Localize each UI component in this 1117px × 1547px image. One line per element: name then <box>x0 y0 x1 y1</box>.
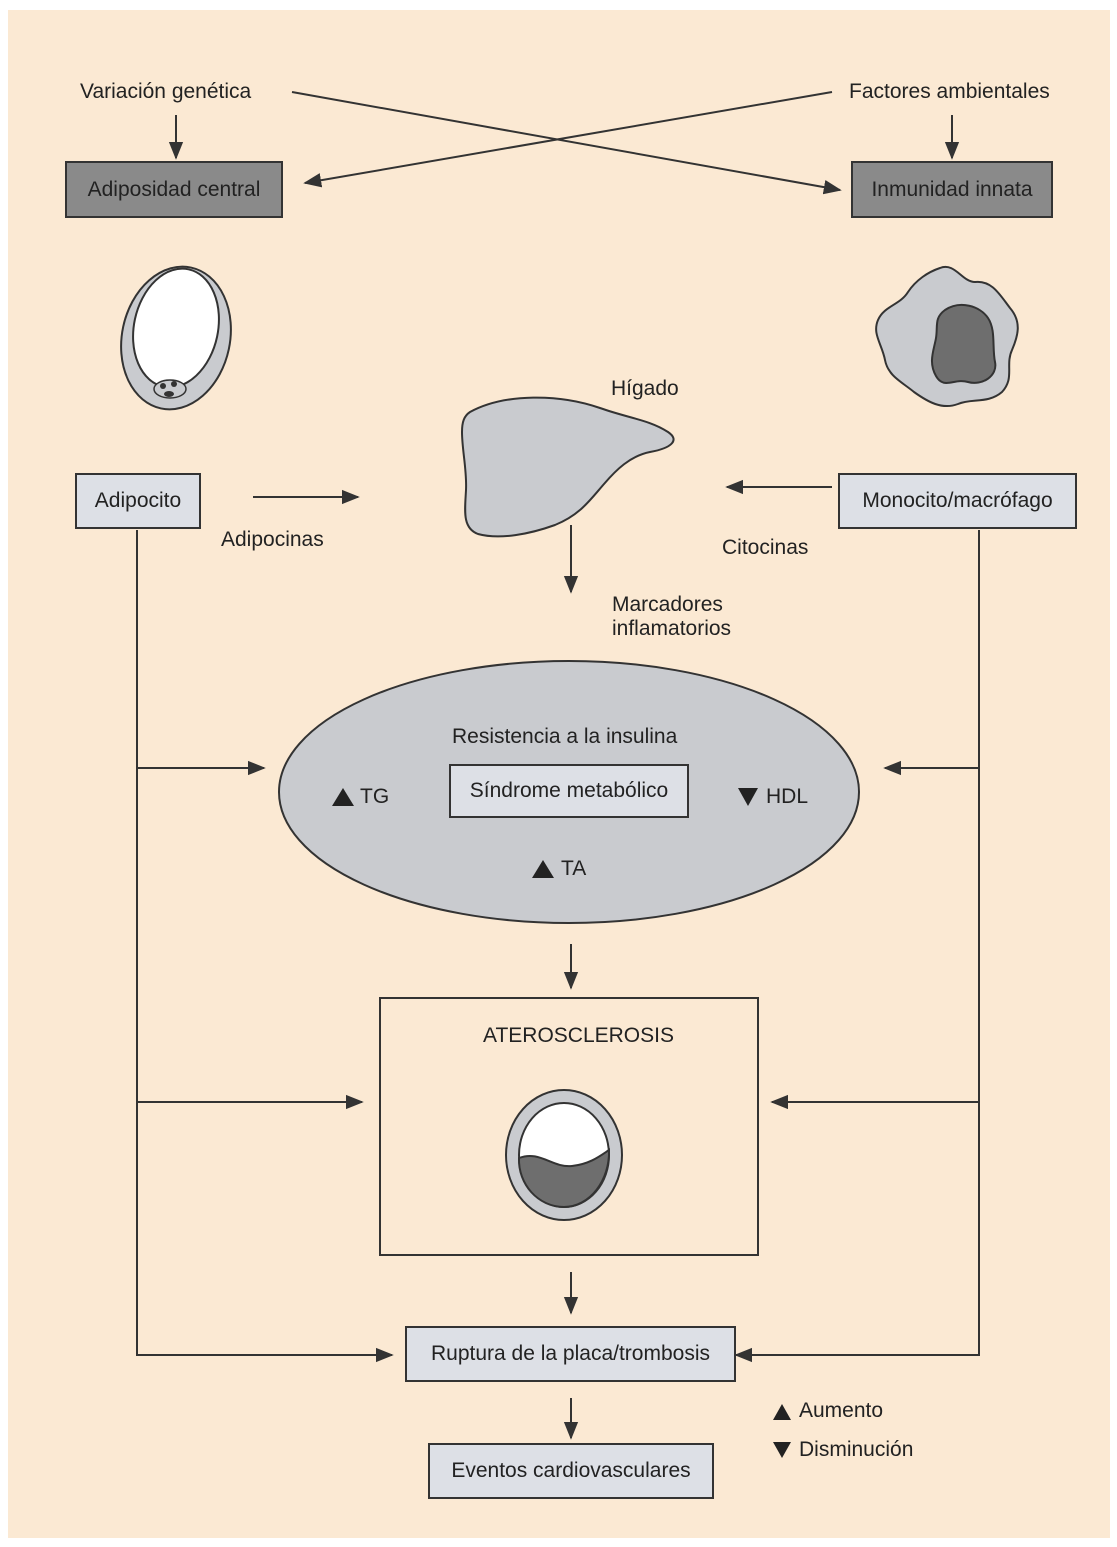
label-hdl: HDL <box>766 784 808 809</box>
eventos-cardiovasculares-box: Eventos cardiovasculares <box>428 1443 714 1499</box>
label-higado: Hígado <box>611 376 679 401</box>
label-ta: TA <box>561 856 586 881</box>
triangle-up-icon <box>773 1404 791 1420</box>
legend-disminucion: Disminución <box>799 1437 913 1462</box>
macrophage-cell-icon <box>876 267 1018 406</box>
inmunidad-innata-box: Inmunidad innata <box>851 161 1053 218</box>
legend-aumento: Aumento <box>799 1398 883 1423</box>
label-citocinas: Citocinas <box>722 535 808 560</box>
label-marcadores-inflamatorios: Marcadores inflamatorios <box>612 593 731 641</box>
ruptura-placa-box: Ruptura de la placa/trombosis <box>405 1326 736 1382</box>
label-adipocinas: Adipocinas <box>221 527 324 552</box>
arrow-genetica-to-inmunidad <box>292 92 840 190</box>
adiposidad-central-box: Adiposidad central <box>65 161 283 218</box>
label-aterosclerosis: ATEROSCLEROSIS <box>483 1023 674 1048</box>
triangle-down-icon <box>773 1442 791 1458</box>
adipocyte-cell-icon <box>108 256 244 419</box>
monocito-macrofago-box: Monocito/macrófago <box>838 473 1077 529</box>
artery-icon <box>506 1090 622 1220</box>
label-variacion-genetica: Variación genética <box>80 79 251 104</box>
label-factores-ambientales: Factores ambientales <box>849 79 1050 104</box>
adipocito-box: Adipocito <box>75 473 201 529</box>
label-resistencia-insulina: Resistencia a la insulina <box>452 724 677 749</box>
label-tg: TG <box>360 784 389 809</box>
sindrome-metabolico-box: Síndrome metabólico <box>449 764 689 818</box>
arrow-ambientales-to-adiposidad <box>305 92 832 183</box>
liver-icon <box>462 398 674 537</box>
